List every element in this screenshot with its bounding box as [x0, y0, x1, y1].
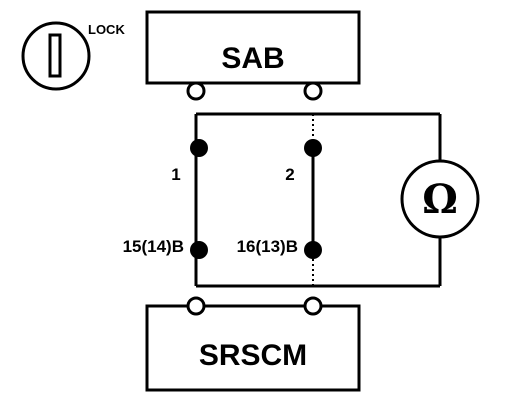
srscm-terminal-right	[303, 296, 323, 316]
pin-16-label: 16(13)B	[237, 237, 298, 256]
ignition-key-icon	[21, 21, 91, 91]
ohm-symbol: Ω	[422, 176, 458, 223]
srscm-title: SRSCM	[199, 339, 307, 372]
pin-1-label: 1	[171, 165, 180, 184]
pins	[190, 139, 322, 259]
pin-15-dot	[190, 241, 208, 259]
pin-2-label: 2	[285, 165, 294, 184]
ohmmeter-icon: Ω	[400, 159, 480, 239]
pin-2-dot	[304, 139, 322, 157]
pin-1-dot	[190, 139, 208, 157]
terminals	[186, 81, 323, 316]
srscm-terminal-left	[186, 296, 206, 316]
pin-16-dot	[304, 241, 322, 259]
sab-terminal-left	[186, 81, 206, 101]
sab-box	[145, 10, 361, 85]
sab-title: SAB	[221, 42, 284, 75]
srscm-box	[145, 304, 361, 392]
sab-terminal-right	[303, 81, 323, 101]
pin-15-label: 15(14)B	[123, 237, 184, 256]
lock-label: LOCK	[88, 22, 125, 37]
